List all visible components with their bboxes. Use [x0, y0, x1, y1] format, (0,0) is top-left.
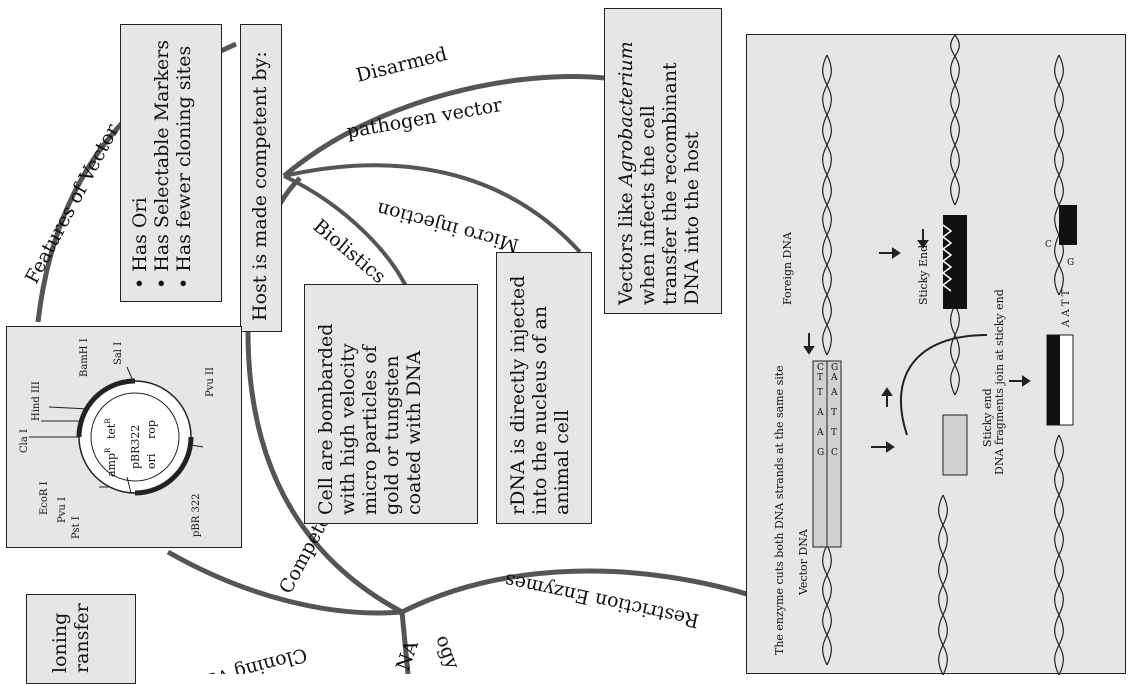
pathogen-line1: Vectors like Agrobacterium [615, 41, 637, 305]
seq-top-3: T [817, 388, 823, 398]
pathogen-prefix: Vectors like [615, 186, 637, 305]
seq-bottom-3: A [830, 388, 838, 398]
pathogen-line: when infects the cell [637, 105, 659, 305]
seq-bottom-0: C [831, 448, 838, 458]
biolistics-line: Cell are bombarded [315, 323, 337, 515]
microinjection-line: rDNA is directly injected [507, 275, 529, 515]
site-pvui: Pvu I [57, 497, 68, 523]
branch-disarmed-pathogen [282, 74, 605, 178]
biolistics-line: with high velocity [337, 343, 359, 515]
label-features-of-vector: Features of Vector [21, 120, 124, 288]
branch-biolistics [283, 174, 414, 301]
site-bamhi: BamH I [79, 338, 90, 377]
microinjection-line: into the nucleus of an [529, 305, 551, 515]
pathogen-text: Vectors like Agrobacterium when infects … [615, 41, 703, 305]
sticky-right-bottom: G [1067, 258, 1074, 268]
pathogen-agrobacterium: Agrobacterium [615, 41, 637, 187]
partial-line: loning [49, 612, 71, 673]
seq-top-1: A [816, 428, 824, 438]
label-biolistics: Biolistics [309, 215, 390, 288]
panel-caption: The enzyme cuts both DNA strands at the … [773, 365, 786, 655]
feature-ori: • Has Ori [129, 197, 151, 289]
restriction-panel: G A A T T C C T T A A G C G A A T T [746, 34, 1126, 675]
restriction-illustration: G A A T T C C T T A A G C G A A T T [773, 35, 1077, 675]
sticky-right-top: C [1045, 240, 1052, 250]
seq-bottom-4: A [830, 373, 838, 383]
seq-bottom-5: G [831, 363, 838, 373]
plasmid-map: EcoR I Cla I Hind III BamH I Sal I Pvu I… [19, 338, 216, 539]
label-cut-ogy: ogy [431, 632, 464, 672]
vector-dna-label: Vector DNA [797, 528, 810, 596]
branch-restriction-enzymes [400, 568, 761, 615]
features-box: • Has Ori • Has Selectable Markers • Has… [120, 24, 222, 302]
join-caption: DNA fragments join at sticky end [993, 289, 1006, 475]
biolistics-line: gold or tungsten [381, 355, 403, 515]
seq-bottom-2: T [831, 408, 837, 418]
branch-micro-injection [283, 163, 582, 254]
biolistics-line: micro particles of [359, 345, 381, 515]
sticky-end-left-label: Sticky end [981, 388, 994, 447]
pathogen-line: DNA into the host [681, 131, 703, 305]
pathogen-box: Vectors like Agrobacterium when infects … [604, 8, 722, 314]
plasmid-name: pBR322 [129, 425, 142, 469]
branch-restriction-enzymes-tail [399, 611, 411, 674]
gene-rop: rop [145, 420, 158, 439]
gene-tet: tetR [104, 418, 118, 439]
hub-box: Host is made competent by: [240, 24, 282, 332]
microinjection-box: rDNA is directly injected into the nucle… [496, 252, 592, 524]
foreign-dna-label: Foreign DNA [781, 231, 794, 305]
seq-bottom-1: T [831, 428, 837, 438]
microinjection-text: rDNA is directly injected into the nucle… [507, 276, 573, 515]
gene-ori: ori [145, 453, 158, 469]
branch-cloning-vector [166, 549, 403, 616]
label-disarmed: Disarmed [354, 43, 449, 87]
pathogen-line: transfer the recombinant [659, 62, 681, 305]
hub-label: Host is made competent by: [249, 51, 271, 321]
site-clai: Cla I [19, 429, 30, 453]
site-psti: Pst I [71, 516, 82, 539]
gene-amp: ampR [104, 447, 118, 477]
microinjection-line: animal cell [551, 409, 573, 515]
label-pathogen-vector: pathogen vector [345, 94, 505, 143]
site-pvuii: Pvu II [205, 367, 216, 397]
biolistics-text: Cell are bombarded with high velocity mi… [315, 324, 425, 515]
seq-top-4: T [817, 373, 823, 383]
feature-cloning-sites: • Has fewer cloning sites [173, 45, 195, 289]
branch-competent-host [245, 331, 404, 615]
biolistics-box: Cell are bombarded with high velocity mi… [304, 284, 478, 524]
plasmid-box: EcoR I Cla I Hind III BamH I Sal I Pvu I… [6, 326, 242, 548]
site-ecori: EcoR I [39, 481, 50, 515]
seq-top-0: G [817, 448, 824, 458]
label-restriction-enzymes: Restriction Enzymes [503, 569, 701, 632]
partial-text: loning ransfer [49, 603, 93, 673]
feature-markers: • Has Selectable Markers [151, 39, 173, 289]
sticky-right-seq: A A T T [1061, 289, 1072, 328]
seq-top-2: A [816, 408, 824, 418]
biolistics-line: coated with DNA [403, 350, 425, 515]
partial-box: loning ransfer [26, 594, 136, 684]
partial-line: ransfer [71, 603, 93, 673]
label-micro-injection: Micro injection [374, 197, 521, 256]
site-hindiii: Hind III [31, 381, 42, 421]
seq-top-5: C [817, 363, 824, 373]
plasmid-bottom-label: pBR 322 [191, 493, 202, 537]
features-list: • Has Ori • Has Selectable Markers • Has… [129, 40, 195, 289]
label-cloning-vector: Cloning vector [166, 643, 309, 674]
label-cut-na: NA [392, 637, 423, 673]
sticky-end-right-label: Sticky End [917, 245, 930, 305]
site-sali: Sal I [113, 342, 124, 365]
